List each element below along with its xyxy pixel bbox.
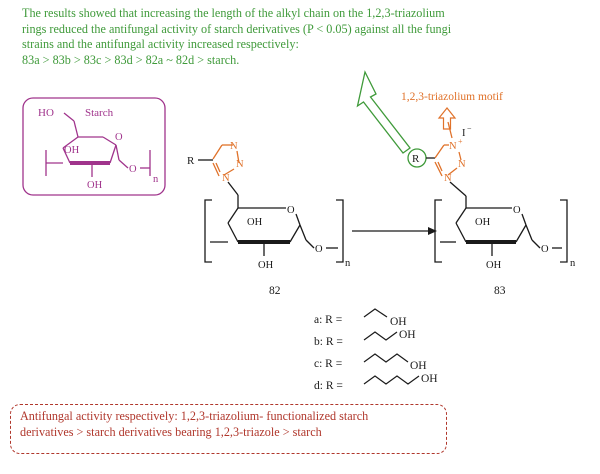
starch-structure: HO Starch OH O OH O n (22, 97, 166, 196)
compound-82-oh-label-2: OH (258, 260, 274, 271)
starch-box-frame (22, 97, 166, 196)
starch-link-o-label: O (129, 164, 137, 175)
compound-82-n-right: N (236, 159, 244, 170)
starch-n-label: n (153, 174, 159, 185)
compound-83-ring-o-label: O (513, 205, 521, 216)
iodide-label: I (462, 128, 466, 139)
findings-line-1: The results showed that increasing the l… (22, 6, 445, 20)
compound-83-n-right: N (458, 159, 466, 170)
compound-83-structure: R N + N N I − (407, 121, 576, 297)
starch-oh-label-2: OH (87, 180, 103, 191)
compound-82-n-bottom: N (222, 173, 230, 184)
compound-83-label: 83 (494, 285, 506, 297)
compound-83-oh-label-1: OH (475, 217, 491, 228)
reaction-arrow (352, 227, 437, 235)
green-hollow-arrow-icon (356, 70, 411, 154)
compound-82-n-subscript: n (345, 258, 351, 269)
compound-83-r-label: R (412, 153, 420, 165)
findings-line-2: rings reduced the antifungal activity of… (22, 21, 452, 36)
r-group-c-chain (363, 353, 409, 363)
r-group-d-label: d: R = (314, 380, 343, 392)
motif-up-arrow-icon (437, 107, 457, 130)
triazolium-motif-label: 1,2,3-triazolium motif (401, 91, 503, 103)
iodide-charge-minus: − (467, 124, 472, 133)
findings-line-3: strains and the antifungal activity incr… (22, 37, 299, 51)
r-group-d-chain (363, 375, 420, 385)
r-group-b-chain (363, 331, 398, 341)
compound-82-link-o-label: O (315, 244, 323, 255)
compound-82-ring-o-label: O (287, 205, 295, 216)
summary-line-2: derivatives > starch derivatives bearing… (20, 425, 322, 439)
compound-82-structure: R N N N OH O OH O n 82 (187, 141, 351, 297)
compound-83-link-o-label: O (541, 244, 549, 255)
r-group-c-label: c: R = (314, 358, 342, 370)
triazolium-ring-83 (434, 121, 462, 177)
starch-title-label: Starch (85, 107, 114, 119)
antifungal-summary-box: Antifungal activity respectively: 1,2,3-… (10, 404, 447, 454)
compound-82-oh-label-1: OH (247, 217, 263, 228)
starch-ho-label: HO (38, 107, 54, 119)
r-group-b-label: b: R = (314, 336, 343, 348)
findings-text: The results showed that increasing the l… (22, 6, 582, 68)
compound-83-n-top: N (449, 141, 457, 152)
r-group-c-oh: OH (410, 360, 427, 372)
r-group-a-oh: OH (390, 316, 407, 328)
findings-line-4: 83a > 83b > 83c > 83d > 82a ~ 82d > star… (22, 52, 240, 67)
compound-83-n-bottom: N (444, 173, 452, 184)
starch-ring-o-label: O (115, 132, 123, 143)
r-group-b-oh: OH (399, 329, 416, 341)
compound-83-oh-label-2: OH (486, 260, 502, 271)
compound-83-charge-plus: + (458, 137, 463, 146)
r-group-a-label: a: R = (314, 314, 342, 326)
compound-82-label: 82 (269, 285, 281, 297)
r-group-d-oh: OH (421, 373, 438, 385)
starch-oh-label-1: OH (64, 145, 80, 156)
compound-82-n-top: N (230, 141, 238, 152)
triazole-ring-82 (212, 144, 240, 177)
r-group-a-chain (363, 308, 388, 318)
compound-83-n-subscript: n (570, 258, 576, 269)
compound-82-r-label: R (187, 155, 195, 167)
r-group-list: a: R = OH b: R = OH c: R = OH d: R = OH (314, 308, 438, 392)
summary-line-1: Antifungal activity respectively: 1,2,3-… (20, 409, 369, 423)
